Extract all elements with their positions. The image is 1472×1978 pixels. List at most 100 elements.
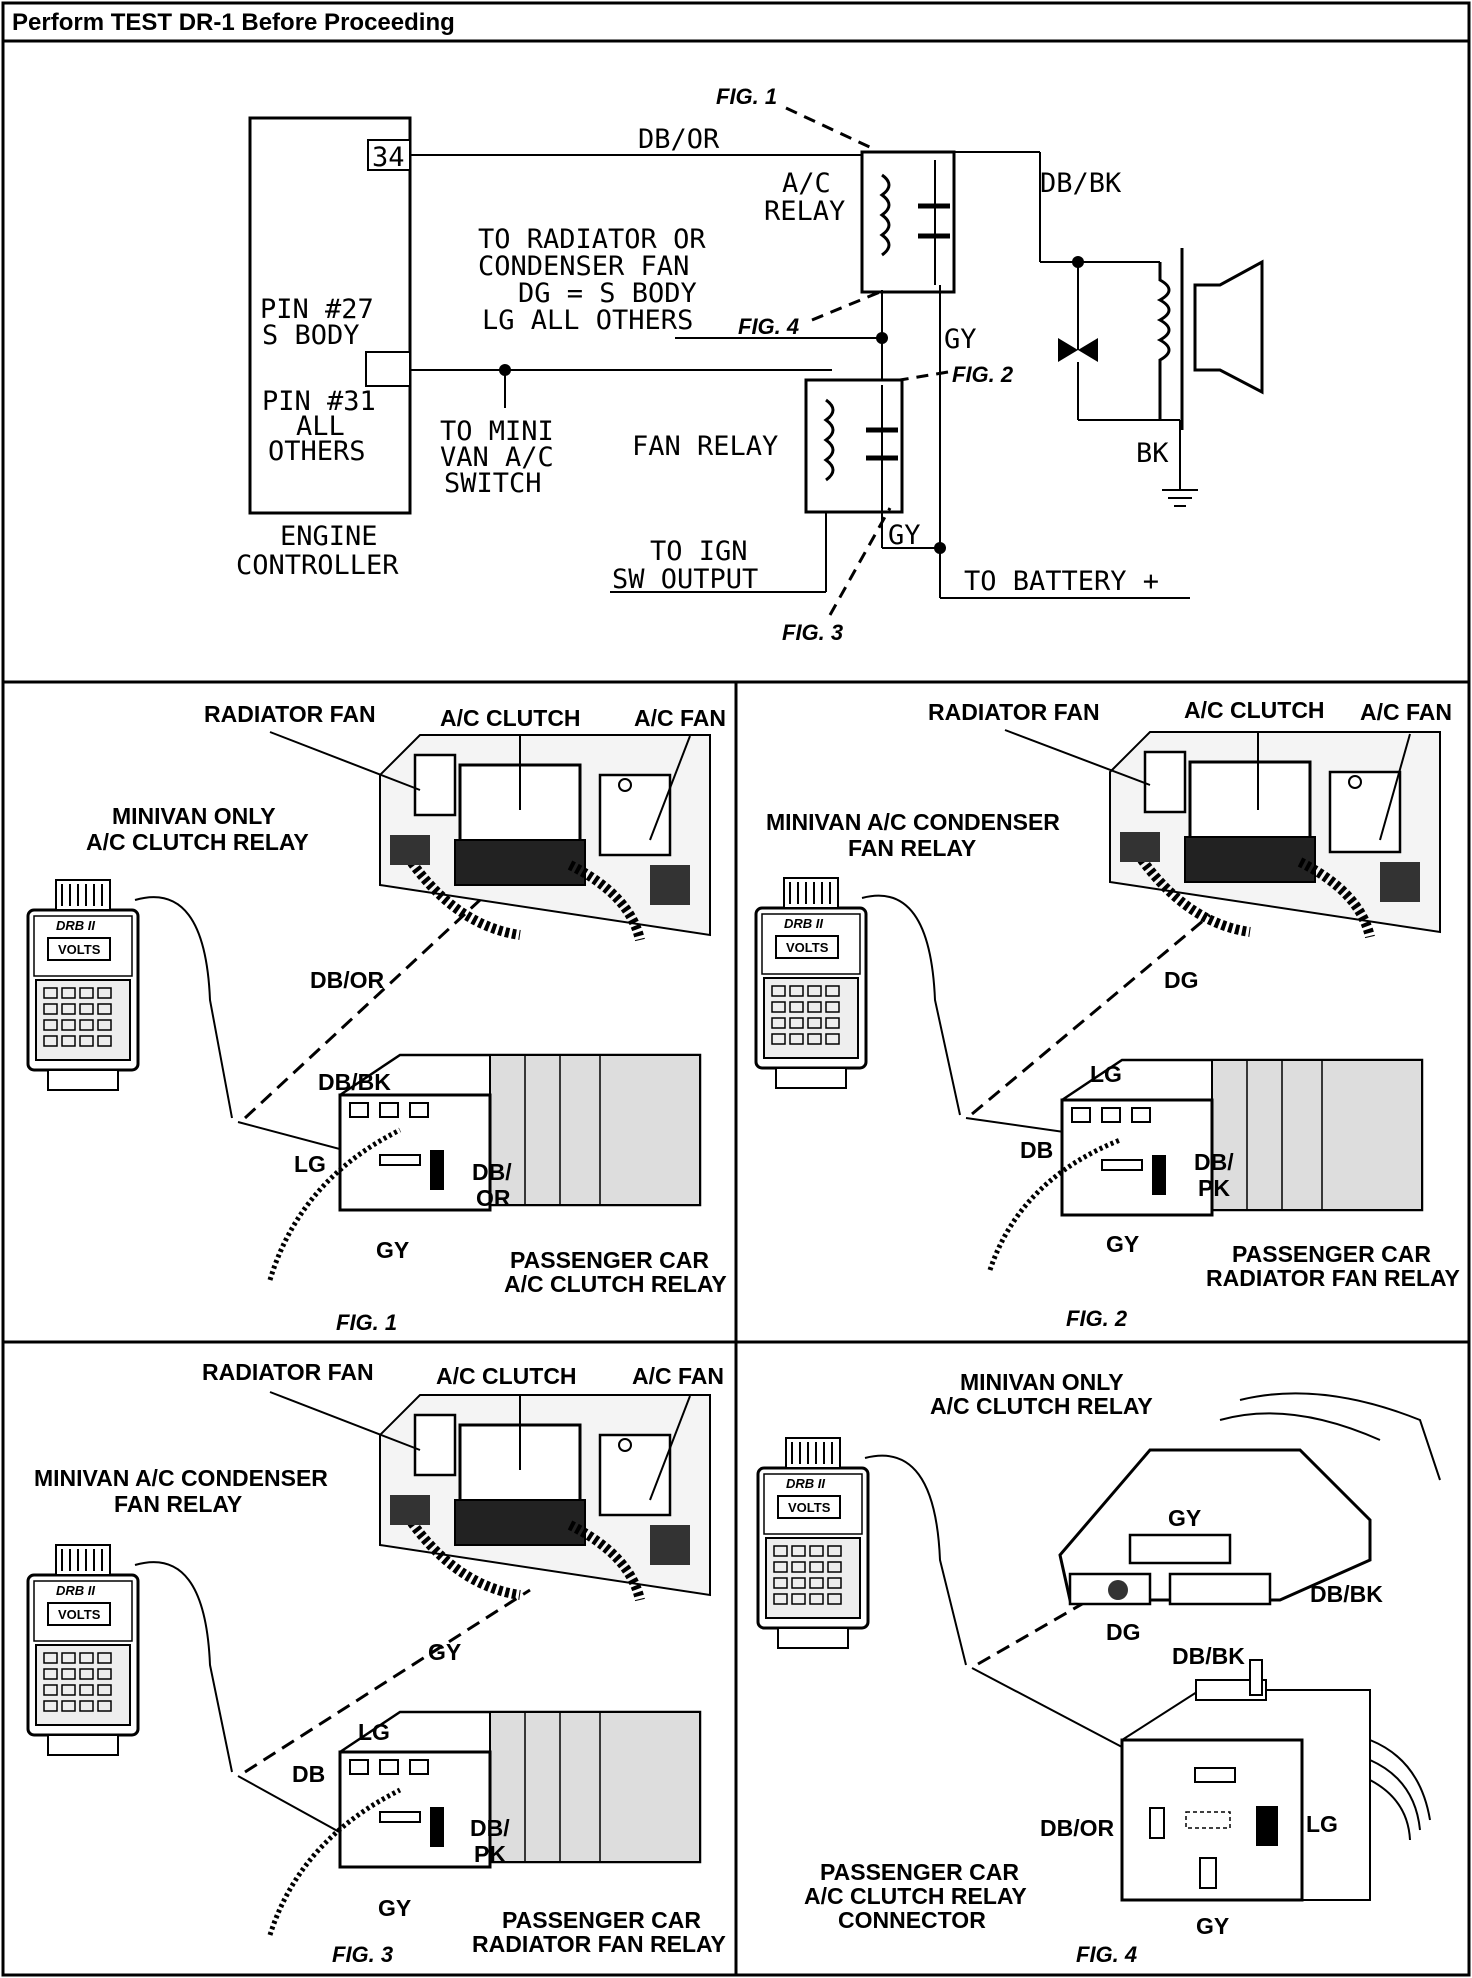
fig3-ac-fan: A/C FAN <box>632 1363 724 1389</box>
fig1-wire-3: GY <box>376 1237 409 1263</box>
tester-display-3: VOLTS <box>58 1607 101 1622</box>
fig2-relay-note-1: MINIVAN A/C CONDENSER <box>766 809 1060 835</box>
ign-label-2: SW OUTPUT <box>612 564 758 595</box>
fig2-probe-wire: DG <box>1164 967 1199 993</box>
minivan-switch-3: SWITCH <box>444 468 542 499</box>
fig2-caption-1: PASSENGER CAR <box>1232 1241 1431 1267</box>
fig1-radiator-fan: RADIATOR FAN <box>204 701 376 727</box>
ac-relay-box <box>860 150 956 294</box>
fig3-caption-1: PASSENGER CAR <box>502 1907 701 1933</box>
pin-34-label: 34 <box>372 142 405 173</box>
fig4-bottom-dbbk: DB/BK <box>1172 1643 1245 1669</box>
tester-display-1: VOLTS <box>58 942 101 957</box>
wiring-schematic: 34 PIN #27 S BODY PIN #31 ALL OTHERS ENG… <box>236 84 1264 645</box>
fig3-cavity-2: PK <box>474 1841 506 1867</box>
minivan-switch-2: VAN A/C <box>440 442 554 473</box>
fig2-ac-clutch: A/C CLUTCH <box>1184 697 1325 723</box>
fig4-caption-2: A/C CLUTCH RELAY <box>804 1883 1027 1909</box>
fig4-top-dg: DG <box>1106 1619 1141 1645</box>
fig2-wire-3: GY <box>1106 1231 1139 1257</box>
fig4-caption-1: PASSENGER CAR <box>820 1859 1019 1885</box>
engine-controller-label-2: CONTROLLER <box>236 550 399 581</box>
pin-31-line-2: ALL <box>296 411 345 442</box>
fan-relay-box <box>804 378 904 514</box>
wire-gy-label-2: GY <box>888 520 921 551</box>
fig4-callout: FIG. 4 <box>738 314 799 339</box>
pin-27-line-1: PIN #27 <box>260 294 374 325</box>
fig1-relay-note-2: A/C CLUTCH RELAY <box>86 829 309 855</box>
fig3-callout: FIG. 3 <box>782 620 843 645</box>
fig1-panel: RADIATOR FAN A/C CLUTCH A/C FAN MINIVAN … <box>26 701 727 1335</box>
radiator-note-4: LG ALL OTHERS <box>482 305 693 336</box>
wire-gy-label-1: GY <box>944 324 977 355</box>
fig1-caption-2: A/C CLUTCH RELAY <box>504 1271 727 1297</box>
tester-display-4: VOLTS <box>788 1500 831 1515</box>
fig3-relay-note-2: FAN RELAY <box>114 1491 242 1517</box>
pin-31-line-1: PIN #31 <box>262 386 376 417</box>
battery-label: TO BATTERY + <box>964 566 1159 597</box>
fig2-relay-note-2: FAN RELAY <box>848 835 976 861</box>
radiator-note-3: DG = S BODY <box>518 278 697 309</box>
tester-display-2: VOLTS <box>786 940 829 955</box>
fig1-wire-1: DB/BK <box>318 1069 391 1095</box>
fig3-probe-wire: GY <box>428 1639 461 1665</box>
fig2-radiator-fan: RADIATOR FAN <box>928 699 1100 725</box>
fig4-relay-note-2: A/C CLUTCH RELAY <box>930 1393 1153 1419</box>
fig2-panel: RADIATOR FAN A/C CLUTCH A/C FAN MINIVAN … <box>754 697 1460 1331</box>
wire-db-bk-label: DB/BK <box>1040 168 1122 199</box>
fig4-bottom-dbor: DB/OR <box>1040 1815 1115 1841</box>
fig4-relay-note-1: MINIVAN ONLY <box>960 1369 1124 1395</box>
fig1-label: FIG. 1 <box>336 1310 397 1335</box>
fig3-wire-3: GY <box>378 1895 411 1921</box>
fig1-callout: FIG. 1 <box>716 84 777 109</box>
wire-bk-label: BK <box>1136 438 1169 469</box>
fig3-wire-1: LG <box>358 1719 390 1745</box>
fig3-panel: RADIATOR FAN A/C CLUTCH A/C FAN MINIVAN … <box>26 1359 726 1967</box>
fig1-caption-1: PASSENGER CAR <box>510 1247 709 1273</box>
fig1-relay-note-1: MINIVAN ONLY <box>112 803 276 829</box>
fig4-caption-3: CONNECTOR <box>838 1907 986 1933</box>
tester-brand-3: DRB II <box>56 1583 95 1598</box>
ign-label-1: TO IGN <box>650 536 748 567</box>
ac-relay-label-1: A/C <box>782 168 831 199</box>
fig2-wire-1: LG <box>1090 1061 1122 1087</box>
engine-controller-label-1: ENGINE <box>280 521 378 552</box>
fig2-label: FIG. 2 <box>1066 1306 1128 1331</box>
fig1-probe-wire: DB/OR <box>310 967 385 993</box>
fig3-cavity-1: DB/ <box>470 1815 510 1841</box>
tester-brand-1: DRB II <box>56 918 95 933</box>
fig3-ac-clutch: A/C CLUTCH <box>436 1363 577 1389</box>
ac-relay-label-2: RELAY <box>764 196 845 227</box>
fig2-caption-2: RADIATOR FAN RELAY <box>1206 1265 1460 1291</box>
pin-27-31-box <box>365 351 411 387</box>
fig4-bottom-gy: GY <box>1196 1913 1229 1939</box>
fig4-bottom-lg: LG <box>1306 1811 1338 1837</box>
radiator-note-1: TO RADIATOR OR <box>478 224 706 255</box>
fig2-cavity-2: PK <box>1198 1175 1230 1201</box>
fig2-wire-2: DB <box>1020 1137 1053 1163</box>
fig2-callout: FIG. 2 <box>952 362 1014 387</box>
tester-brand-2: DRB II <box>784 916 823 931</box>
fig4-label: FIG. 4 <box>1076 1942 1137 1967</box>
fig3-label: FIG. 3 <box>332 1942 393 1967</box>
fan-relay-label: FAN RELAY <box>632 431 778 462</box>
fig1-ac-clutch: A/C CLUTCH <box>440 705 581 731</box>
fig3-radiator-fan: RADIATOR FAN <box>202 1359 374 1385</box>
fig1-cavity-2: OR <box>476 1185 511 1211</box>
fig1-wire-2: LG <box>294 1151 326 1177</box>
fig2-cavity-1: DB/ <box>1194 1149 1234 1175</box>
page-title: Perform TEST DR-1 Before Proceeding <box>12 9 455 36</box>
engine-controller-box <box>248 116 412 515</box>
fig4-top-dbbk: DB/BK <box>1310 1581 1383 1607</box>
fig3-wire-2: DB <box>292 1761 325 1787</box>
fig4-top-gy: GY <box>1168 1505 1201 1531</box>
radiator-note-2: CONDENSER FAN <box>478 251 689 282</box>
tester-labels: DRB II VOLTS DRB II VOLTS DRB II VOLTS D… <box>56 916 831 1622</box>
fig3-relay-note-1: MINIVAN A/C CONDENSER <box>34 1465 328 1491</box>
fig2-ac-fan: A/C FAN <box>1360 699 1452 725</box>
tester-brand-4: DRB II <box>786 1476 825 1491</box>
fig1-ac-fan: A/C FAN <box>634 705 726 731</box>
minivan-switch-1: TO MINI <box>440 416 554 447</box>
wire-db-or-label: DB/OR <box>638 124 720 155</box>
